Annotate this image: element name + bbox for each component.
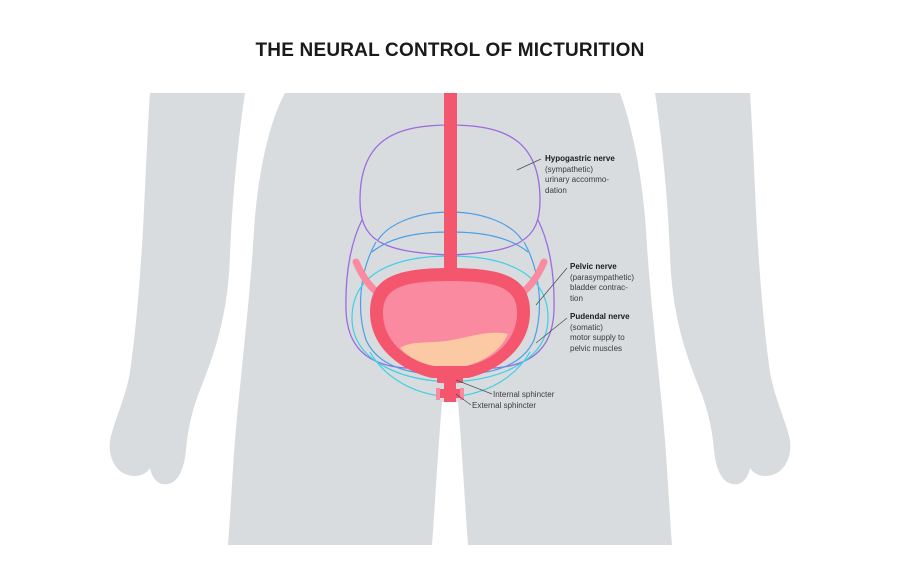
external-sphincter-label: External sphincter — [472, 401, 537, 410]
urine — [400, 332, 508, 366]
pudendal-nerve-lower-left — [369, 351, 441, 397]
pudendal-nerve-lower-right — [459, 351, 531, 397]
leader-external-sphincter — [455, 393, 472, 406]
leader-lines — [455, 158, 568, 406]
external-sphincter — [439, 389, 461, 398]
hypogastric-nerve-line-1: (sympathetic) — [545, 164, 594, 174]
external-sphincter-right — [460, 388, 464, 400]
pudendal-nerve-name: Pudendal nerve — [570, 312, 630, 321]
leader-pudendal — [535, 317, 568, 344]
page-title: THE NEURAL CONTROL OF MICTURITION — [255, 40, 645, 61]
pelvic-nerve-line-3: tion — [570, 293, 583, 303]
left-arm — [109, 93, 246, 485]
internal-sphincter-label: Internal sphincter — [493, 390, 555, 399]
hypogastric-nerve-label: Hypogastric nerve (sympathetic) urinary … — [545, 154, 615, 196]
internal-sphincter — [437, 377, 463, 383]
pudendal-nerve-label: Pudendal nerve (somatic) motor supply to… — [570, 312, 630, 354]
bladder — [370, 268, 530, 378]
leader-hypogastric — [516, 158, 542, 171]
pudendal-nerve-line-3: pelvic muscles — [570, 343, 623, 353]
hypogastric-nerve-name: Hypogastric nerve — [545, 154, 615, 163]
pelvic-nerve-label: Pelvic nerve (parasympathetic) bladder c… — [570, 262, 634, 304]
central-vessel — [444, 93, 457, 275]
hypogastric-nerve-line-2: urinary accommo- — [545, 175, 610, 184]
leader-pelvic — [535, 267, 568, 306]
right-arm — [655, 93, 791, 485]
leader-internal-sphincter — [455, 379, 493, 395]
pudendal-nerve-line-1: (somatic) — [570, 322, 603, 332]
external-sphincter-left — [436, 388, 440, 400]
pelvic-nerve-line-2: bladder contrac- — [570, 283, 628, 292]
pelvic-nerve-name: Pelvic nerve — [570, 262, 617, 271]
hypogastric-nerve-line-3: dation — [545, 185, 567, 195]
urethra — [436, 372, 464, 402]
pelvic-nerve-line-1: (parasympathetic) — [570, 272, 635, 282]
pudendal-nerve-line-2: motor supply to — [570, 333, 625, 342]
